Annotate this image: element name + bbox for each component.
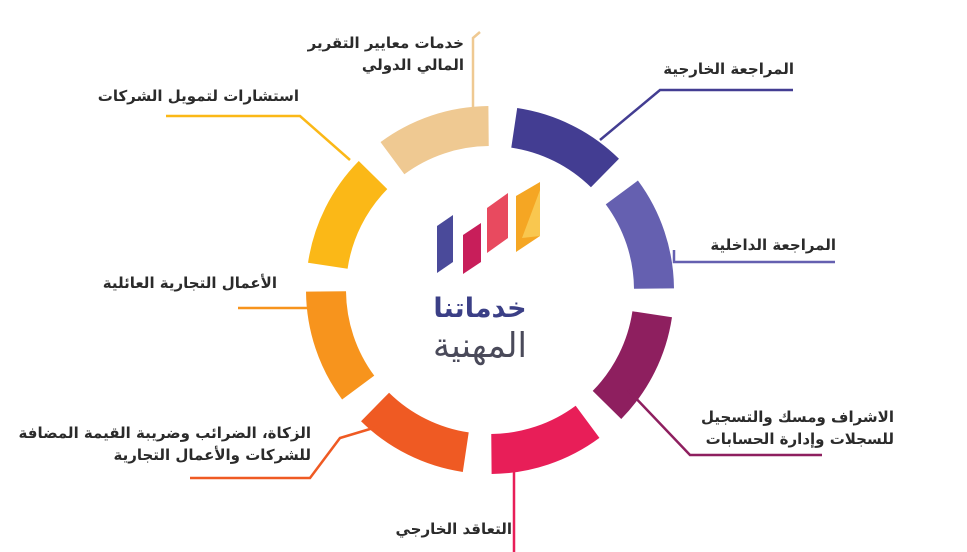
company-logo — [437, 182, 540, 274]
label-external-audit-line-1: المراجعة الخارجية — [663, 60, 794, 78]
logo-bar-2 — [463, 223, 481, 274]
label-bookkeeping-line-1: الاشراف ومسك والتسجيل — [700, 408, 894, 426]
ring-segment-family-business — [306, 290, 375, 400]
leader-line-bookkeeping — [627, 389, 822, 457]
leader-line-family-business — [238, 306, 319, 312]
label-zakat-tax-vat-line-1: الزكاة، الضرائب وضريبة القيمة المضافة — [18, 424, 311, 442]
label-bookkeeping-line-2: للسجلات وإدارة الحسابات — [705, 430, 894, 448]
logo-bar-3 — [487, 193, 508, 253]
services-ring — [306, 106, 674, 474]
logo-bar-1 — [437, 215, 453, 273]
label-financing-consulting: استشارات لتمويل الشركات — [98, 85, 299, 107]
label-zakat-tax-vat: الزكاة، الضرائب وضريبة القيمة المضافة لل… — [19, 422, 311, 466]
center-title-line-2: المهنية — [433, 326, 527, 366]
label-outsourcing: التعاقد الخارجي — [395, 518, 512, 540]
leader-line-external-audit — [599, 88, 793, 141]
ring-segment-outsourcing — [490, 405, 600, 474]
label-external-audit: المراجعة الخارجية — [663, 58, 794, 80]
label-ifrs-services-line-2: المالي الدولي — [361, 56, 464, 74]
ring-segment-internal-audit — [605, 180, 674, 290]
label-outsourcing-line-1: التعاقد الخارجي — [395, 520, 512, 538]
label-internal-audit-line-1: المراجعة الداخلية — [710, 236, 836, 254]
label-ifrs-services: خدمات معايير التقرير المالي الدولي — [308, 32, 464, 76]
label-financing-consulting-line-1: استشارات لتمويل الشركات — [97, 87, 299, 105]
label-family-business-line-1: الأعمال التجارية العائلية — [102, 274, 277, 292]
leader-lines — [166, 31, 835, 552]
label-ifrs-services-line-1: خدمات معايير التقرير — [307, 34, 464, 52]
leader-line-ifrs-services — [471, 31, 481, 110]
ring-segment-bookkeeping — [592, 310, 672, 419]
leader-line-financing-consulting — [166, 114, 351, 161]
ring-segment-external-audit — [510, 108, 619, 188]
ring-segment-zakat-tax-vat — [361, 392, 470, 472]
ring-segment-financing-consulting — [308, 161, 388, 270]
logo-bar-4-shade — [522, 190, 540, 238]
center-title: خدماتنا المهنية — [400, 292, 560, 366]
leader-line-internal-audit — [672, 250, 835, 264]
ring-segment-ifrs-services — [380, 106, 490, 175]
label-bookkeeping: الاشراف ومسك والتسجيل للسجلات وإدارة الح… — [701, 406, 894, 450]
leader-line-zakat-tax-vat — [190, 424, 381, 480]
label-internal-audit: المراجعة الداخلية — [710, 234, 836, 256]
label-family-business: الأعمال التجارية العائلية — [103, 272, 277, 294]
label-zakat-tax-vat-line-2: للشركات والأعمال التجارية — [113, 446, 311, 464]
center-title-line-1: خدماتنا — [433, 293, 527, 324]
